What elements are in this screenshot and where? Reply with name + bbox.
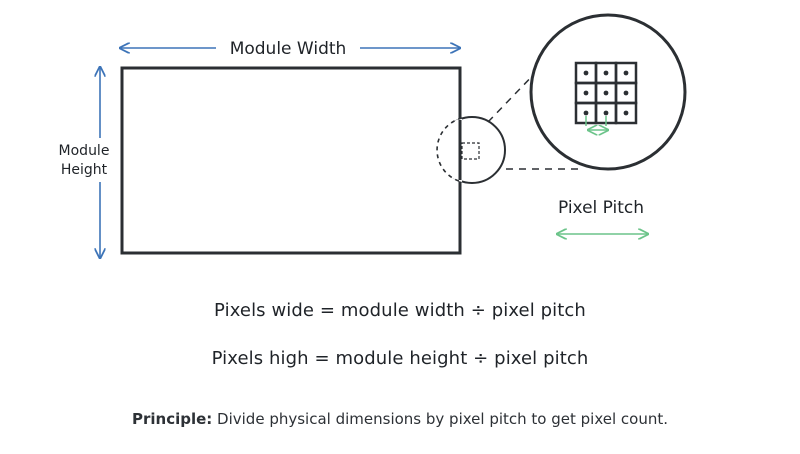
formula-pixels-wide: Pixels wide = module width ÷ pixel pitch: [214, 300, 586, 321]
module-width-label: Module Width: [230, 39, 347, 59]
pixel-dot: [623, 90, 629, 96]
formula-pixels-high: Pixels high = module height ÷ pixel pitc…: [211, 348, 589, 369]
pixel-dot: [583, 70, 589, 76]
pixel-dot: [623, 70, 629, 76]
module-height-label-line1: Module: [59, 143, 110, 159]
pixel-cell: [614, 101, 638, 125]
height-label-backdrop: [56, 138, 116, 182]
principle-label: Principle:: [131, 410, 213, 428]
pixel-grid: [574, 61, 638, 125]
principle-text: Divide physical dimensions by pixel pitc…: [212, 410, 668, 428]
pixel-dot: [583, 110, 589, 116]
pixel-dot: [623, 110, 629, 116]
pixel-dot: [583, 90, 589, 96]
principle-note: Principle: Divide physical dimensions by…: [0, 410, 800, 428]
module-height-label-line2: Height: [61, 162, 108, 178]
pixel-pitch-label: Pixel Pitch: [558, 198, 644, 218]
pixel-dot: [603, 70, 609, 76]
pixel-dot: [603, 110, 609, 116]
magnify-source-circle-dashed: [436, 117, 463, 183]
pixel-dot: [603, 90, 609, 96]
module-rectangle: [120, 66, 462, 255]
magnify-source-square: [461, 142, 480, 160]
